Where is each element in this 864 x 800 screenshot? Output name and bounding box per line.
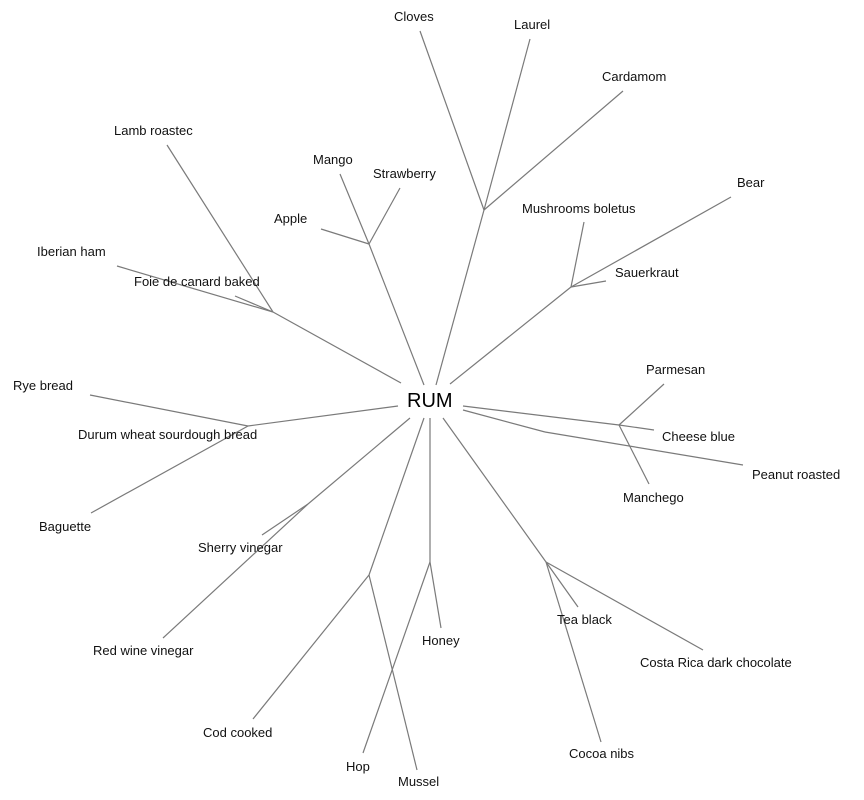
edge-costa bbox=[545, 561, 704, 651]
leaf-apple: Apple bbox=[274, 211, 308, 226]
edge-sherry bbox=[261, 503, 309, 536]
edge-strawberry bbox=[368, 187, 401, 245]
leaf-foie: Foie de canard baked bbox=[134, 274, 260, 289]
edge-tea bbox=[545, 561, 579, 608]
edge-rum-cheese bbox=[462, 405, 620, 426]
leaf-tea: Tea black bbox=[557, 612, 612, 627]
edge-foie bbox=[234, 295, 274, 313]
edge-rum-vinegar bbox=[307, 417, 411, 505]
edge-honey bbox=[429, 561, 442, 629]
edge-cheese-blue bbox=[618, 424, 655, 431]
edge-mussel bbox=[368, 574, 418, 771]
edge-rum-nut bbox=[462, 409, 546, 433]
leaf-iberian-ham: Iberian ham bbox=[37, 244, 106, 259]
edge-cardamom bbox=[483, 90, 624, 211]
edge-laurel bbox=[483, 38, 531, 211]
edge-manchego bbox=[618, 424, 650, 485]
leaf-rye-bread: Rye bread bbox=[13, 378, 73, 393]
edge-rum-spices bbox=[435, 209, 485, 386]
leaf-laurel: Laurel bbox=[514, 17, 551, 32]
edge-rum-fruit bbox=[368, 243, 425, 386]
edge-apple bbox=[320, 228, 370, 245]
leaf-costa-rica: Costa Rica dark chocolate bbox=[640, 655, 792, 670]
leaf-mango: Mango bbox=[313, 152, 353, 167]
leaf-baguette: Baguette bbox=[39, 519, 92, 534]
leaf-red-wine: Red wine vinegar bbox=[93, 643, 194, 658]
edge-parmesan bbox=[618, 383, 665, 426]
leaf-cloves: Cloves bbox=[394, 9, 434, 24]
leaf-bear: Bear bbox=[737, 175, 765, 190]
leaf-cod: Cod cooked bbox=[203, 725, 273, 740]
leaf-cardamom: Cardamom bbox=[602, 69, 667, 84]
edge-rum-meat bbox=[272, 311, 402, 384]
leaf-mussel: Mussel bbox=[398, 774, 440, 789]
leaf-strawberry: Strawberry bbox=[373, 166, 436, 181]
leaf-durum: Durum wheat sourdough bread bbox=[78, 427, 258, 442]
edge-baguette bbox=[90, 425, 249, 514]
leaf-honey: Honey bbox=[422, 633, 460, 648]
leaf-cocoa: Cocoa nibs bbox=[569, 746, 635, 761]
edge-red-wine bbox=[162, 503, 309, 639]
edge-hop bbox=[362, 561, 431, 754]
leaf-manchego: Manchego bbox=[623, 490, 684, 505]
edge-rum-seafood bbox=[368, 417, 425, 576]
leaf-mushrooms: Mushrooms boletus bbox=[522, 201, 636, 216]
leaf-lamb: Lamb roastec bbox=[114, 123, 193, 138]
edge-mango bbox=[339, 173, 370, 245]
leaf-parmesan: Parmesan bbox=[646, 362, 706, 377]
edge-rye bbox=[89, 394, 249, 427]
edge-cod bbox=[252, 574, 370, 720]
edge-mushrooms bbox=[570, 221, 585, 288]
edge-rum-bread bbox=[247, 405, 399, 427]
edge-cloves bbox=[419, 30, 485, 211]
edge-iberian bbox=[116, 265, 274, 313]
edge-rum-dark bbox=[442, 417, 547, 563]
edge-rum-ferment bbox=[449, 286, 572, 385]
leaf-peanut: Peanut roasted bbox=[752, 467, 841, 482]
leaf-hop: Hop bbox=[346, 759, 370, 774]
leaf-sherry: Sherry vinegar bbox=[198, 540, 283, 555]
edge-cocoa bbox=[545, 561, 602, 743]
leaf-cheese-blue: Cheese blue bbox=[662, 429, 735, 444]
edge-peanut bbox=[544, 431, 744, 466]
root-node-rum: RUM bbox=[407, 390, 453, 412]
edge-bear bbox=[570, 196, 732, 288]
leaf-sauerkraut: Sauerkraut bbox=[615, 265, 679, 280]
edge-sauerkraut bbox=[570, 280, 607, 288]
edge-lamb bbox=[166, 144, 274, 313]
